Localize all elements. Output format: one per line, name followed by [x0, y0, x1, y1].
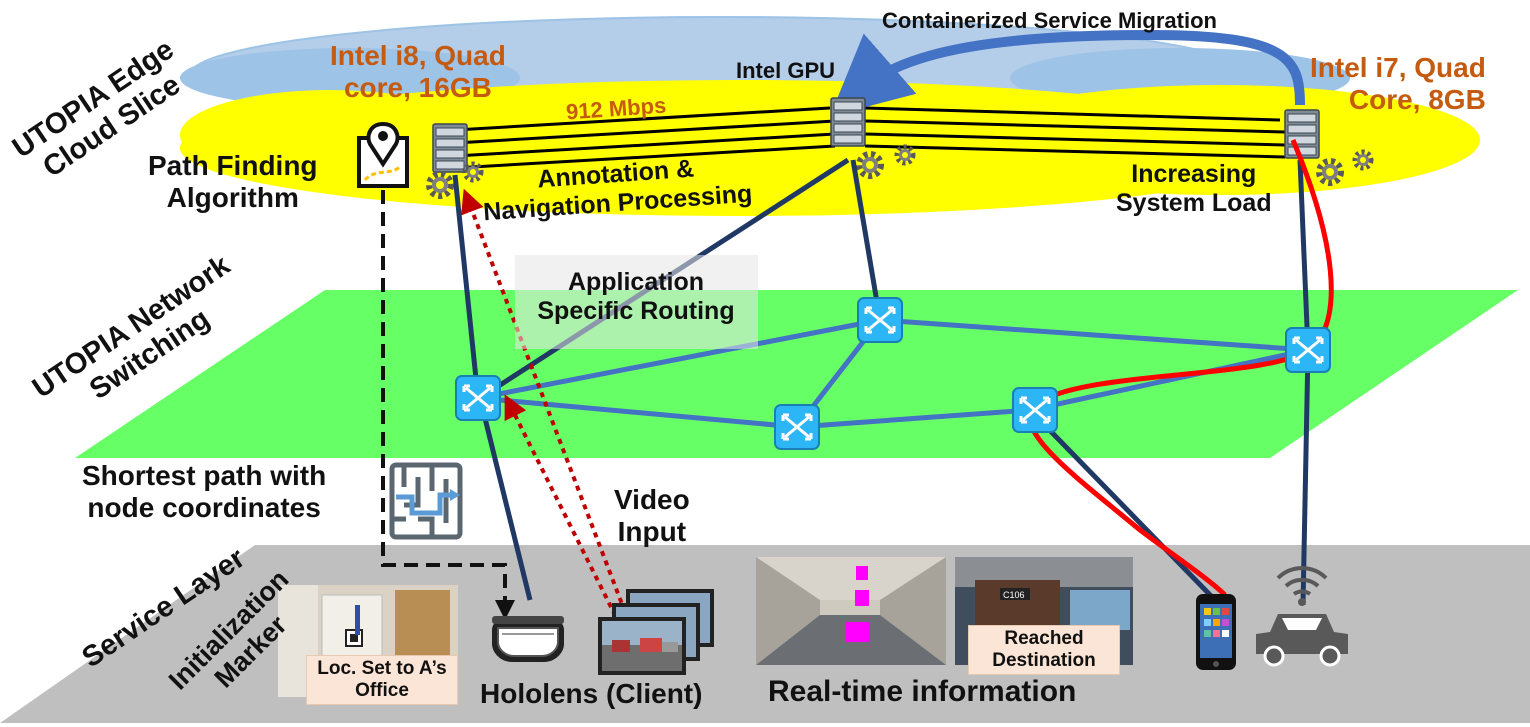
shortest-line1: Shortest path with	[82, 460, 327, 491]
left-server-spec: Intel i8, Quad core, 16GB	[330, 40, 506, 104]
video-input-arrow-switch	[504, 394, 622, 626]
network-switch	[856, 296, 904, 344]
video-frames-icon	[598, 589, 714, 675]
top-migration-label: Containerized Service Migration	[882, 8, 1217, 33]
video-line2: Input	[617, 516, 687, 548]
path-finding-line1: Path Finding	[148, 150, 318, 181]
smartphone-icon	[1196, 594, 1236, 670]
middle-server-label: Intel GPU	[736, 58, 836, 83]
video-input-arrow	[461, 188, 627, 613]
door-sign: C106	[1003, 590, 1025, 600]
right-server-line1: Intel i7, Quad	[1310, 52, 1486, 83]
network-layer-plane	[75, 290, 1518, 458]
video-input-label: Video Input	[614, 484, 690, 548]
network-switch	[773, 403, 821, 451]
routing-label: Application Specific Routing	[522, 268, 750, 326]
hololens-icon	[492, 616, 564, 662]
network-switch	[454, 374, 502, 422]
gear-icon	[897, 147, 913, 163]
network-switch	[1284, 326, 1332, 374]
network-switch	[1011, 386, 1059, 434]
maze-icon	[389, 462, 463, 540]
shortest-line2: node coordinates	[87, 492, 321, 524]
loc-tag-line1: Loc. Set to A’s	[317, 658, 447, 679]
right-server-spec: Intel i7, Quad Core, 8GB	[1310, 52, 1486, 116]
gear-icon	[465, 164, 481, 180]
load-line2: System Load	[1116, 188, 1272, 217]
server-icon-middle	[830, 97, 866, 147]
left-server-line1: Intel i8, Quad	[330, 40, 506, 71]
hallway-navigation-photo	[756, 557, 946, 665]
service-migration-arrow	[829, 29, 1305, 117]
system-load-label: Increasing System Load	[1116, 160, 1272, 218]
realtime-information-label: Real-time information	[768, 675, 1077, 708]
routing-line2: Specific Routing	[537, 296, 735, 325]
left-server-line2: core, 16GB	[343, 72, 492, 104]
path-finding-line2: Algorithm	[166, 182, 299, 214]
location-set-tag: Loc. Set to A’s Office	[306, 655, 458, 705]
cloud-links	[454, 106, 1286, 170]
gear-icon	[1355, 152, 1371, 168]
routing-line1: Application	[567, 268, 705, 296]
reached-line1: Reached	[1004, 628, 1084, 649]
video-line1: Video	[614, 484, 690, 515]
red-route-path	[1027, 139, 1334, 597]
location-pin-icon	[357, 121, 409, 188]
shortest-path-dashed	[381, 190, 515, 620]
switch-links	[477, 317, 1309, 430]
routing-label-box	[515, 255, 758, 349]
load-line1: Increasing	[1131, 160, 1257, 188]
path-finding-label: Path Finding Algorithm	[148, 150, 318, 214]
reached-destination-tag: Reached Destination	[968, 625, 1120, 675]
right-server-line2: Core, 8GB	[1348, 84, 1486, 116]
reached-line2: Destination	[992, 649, 1096, 671]
server-icon-right	[1284, 109, 1320, 159]
loc-tag-line2: Office	[355, 679, 409, 701]
connected-car-icon	[1256, 566, 1348, 667]
server-icon-left	[432, 123, 468, 173]
shortest-path-label: Shortest path with node coordinates	[82, 460, 326, 524]
hololens-client-label: Hololens (Client)	[480, 678, 703, 709]
